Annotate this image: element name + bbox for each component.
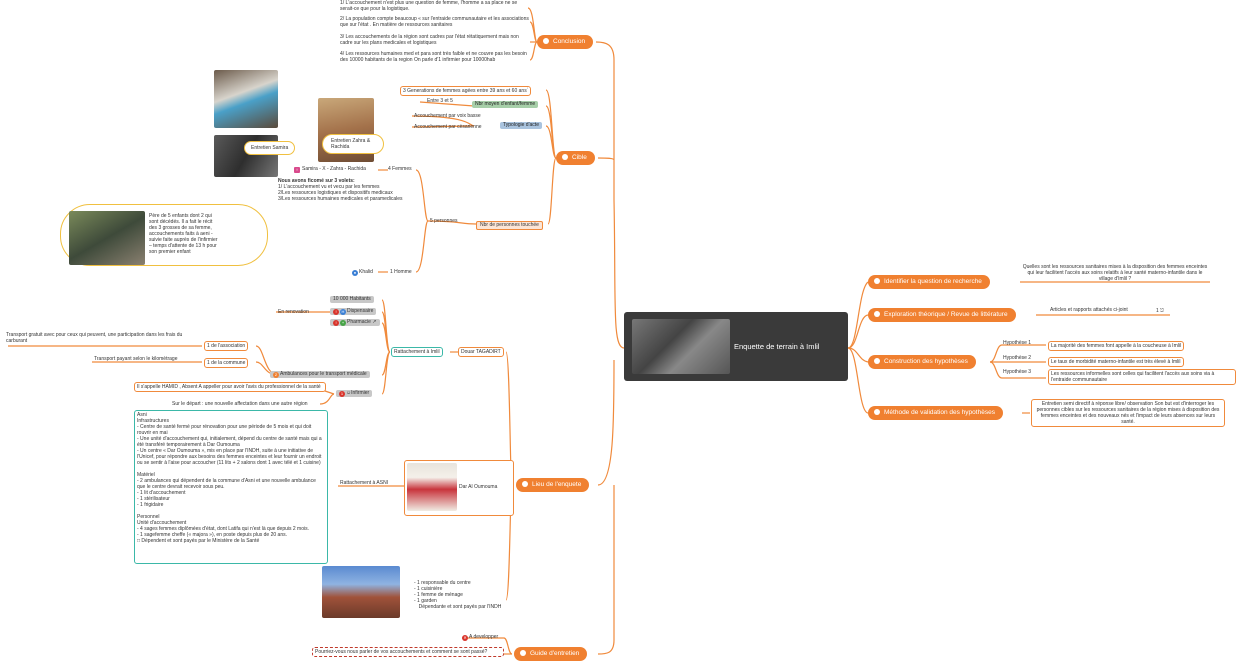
topic-icon xyxy=(874,358,880,364)
topic-validation[interactable]: Méthode de validation des hypothèses xyxy=(868,406,1003,420)
central-title: Enquette de terrain à Imlil xyxy=(734,342,820,351)
dar-label: Dar Al Oumouma xyxy=(459,484,498,490)
conclusion-item: 3/ Les accouchements de la région sont c… xyxy=(340,34,519,46)
birth-type: Accouchement par voix basse xyxy=(414,113,481,119)
topic-hypotheses[interactable]: Construction des hypothèses xyxy=(868,355,976,369)
alert-icon: 1 xyxy=(339,391,345,397)
association-text: Transport gratuit avec pour ceux qui peu… xyxy=(6,332,183,344)
type-tag[interactable]: Typologie d'acte xyxy=(500,122,542,129)
pharmacie-tag[interactable]: !+Pharmacie ↗ xyxy=(330,319,380,326)
hypothesis-text[interactable]: Le taux de morbidité materno-infantile e… xyxy=(1048,357,1184,367)
hypothesis-label: Hypothèse 3 xyxy=(1003,369,1032,375)
bubble-khalid[interactable]: Père de 5 enfants dont 2 qui sont décédé… xyxy=(60,204,268,266)
hypothesis-label: Hypothèse 2 xyxy=(1003,355,1032,361)
topic-icon xyxy=(874,278,880,284)
infirmier-text[interactable]: Il s'appelle HAMID , Absent A appeller p… xyxy=(134,382,326,392)
attachment-count[interactable]: 1 ⎋ xyxy=(1156,308,1165,314)
commune-text: Transport payant selon le kilomètrage xyxy=(94,356,178,362)
conclusion-item: 4/ Les ressources humaines med et para s… xyxy=(340,51,527,63)
topic-cible[interactable]: Cible xyxy=(556,151,595,165)
central-photo xyxy=(632,319,730,374)
hypothesis-text[interactable]: Les ressources informelles sont celles q… xyxy=(1048,369,1236,385)
stop-icon: ✕ xyxy=(462,635,468,641)
rattachement-asni: Rattachement à ASNI xyxy=(340,480,389,486)
men-count: 1 Homme xyxy=(390,269,412,275)
habitants-tag[interactable]: 10 000 Habitants xyxy=(330,296,374,303)
women-icon: ♀ xyxy=(294,167,300,173)
bubble-samira[interactable]: Entretien Samira xyxy=(244,141,296,155)
conclusion-item: 1/ L'accouchement n'est plus une questio… xyxy=(340,0,518,12)
bubble-zahra-rachida[interactable]: Entretien Zahra & Rachida xyxy=(322,134,384,154)
pharmacy-icon: + xyxy=(340,320,346,326)
topic-icon xyxy=(562,154,568,160)
photo-khalid xyxy=(69,211,145,265)
hospital-icon: H xyxy=(340,309,346,315)
asni-details[interactable]: Asni Infrastructures - Centre de santé f… xyxy=(134,410,328,564)
topic-icon xyxy=(874,409,880,415)
question-text: Quelles sont les ressources sanitaires m… xyxy=(1022,264,1208,282)
number-icon: 2 xyxy=(273,372,279,378)
association-node[interactable]: 1 de l'association xyxy=(204,341,249,351)
volets-note: Nous avons ficomé sur 3 volets: 1/ L'acc… xyxy=(278,178,403,202)
women-count: 4 Femmes xyxy=(388,166,412,172)
topic-conclusion[interactable]: Conclusion xyxy=(537,35,594,49)
birth-type: Accouchement par cèsarienne xyxy=(414,124,482,130)
women-names: ♀Samira - X - Zahra - Rachida xyxy=(294,166,366,173)
khalid-text: Père de 5 enfants dont 2 qui sont décédé… xyxy=(149,213,218,255)
depart-text: Sur le départ : une nouvelle affectation… xyxy=(172,401,308,407)
generations-node[interactable]: 3 Generations de femmes agées entre 39 a… xyxy=(400,86,532,96)
dar-photo xyxy=(407,463,457,511)
infirmier-tag[interactable]: 1☺Infirmier xyxy=(336,390,373,397)
topic-icon xyxy=(543,38,549,44)
five-people: 5 personnes xyxy=(430,218,458,224)
commune-node[interactable]: 1 de la commune xyxy=(204,358,249,368)
topic-literature[interactable]: Exploration théorique / Revue de littéra… xyxy=(868,308,1016,322)
alert-icon: ! xyxy=(333,320,339,326)
conclusion-item: 2/ La population compte beaucoup « sur l… xyxy=(340,16,529,28)
develop-tag: ✕A developper xyxy=(462,634,499,641)
douar-node[interactable]: Douar TAGADIRT xyxy=(458,347,504,357)
guide-question[interactable]: Pourriez-vous nous parler de vos accouch… xyxy=(312,647,504,657)
children-range: Entre 3 et 5 xyxy=(427,98,453,104)
hypothesis-label: Hypothèse 1 xyxy=(1003,340,1032,346)
topic-question[interactable]: Identifier la question de recherche xyxy=(868,275,990,289)
validation-text[interactable]: Entretien semi directif à réponse libre/… xyxy=(1031,399,1225,427)
khalid-label: ●Khalid xyxy=(352,269,373,276)
central-topic[interactable]: Enquette de terrain à Imlil xyxy=(624,312,848,381)
hypothesis-text[interactable]: La majorité des femmes font appelle à la… xyxy=(1048,341,1185,351)
attachment-icon: ⎋ xyxy=(1160,308,1165,314)
topic-lieu[interactable]: Lieu de l'enquete xyxy=(516,478,590,492)
renovation-note: En renovation xyxy=(278,309,309,315)
dar-oumouma-node[interactable]: Dar Al Oumouma xyxy=(404,460,514,516)
children-tag[interactable]: Nbr moyen d'enfant/femme xyxy=(472,101,539,108)
staff-list: - 1 responsable du centre - 1 cuisinière… xyxy=(414,580,502,610)
photo-blanket xyxy=(214,70,278,128)
smile-icon: ☺ xyxy=(346,390,352,396)
topic-icon xyxy=(520,650,526,656)
topic-icon xyxy=(522,481,528,487)
topic-guide[interactable]: Guide d'entretien xyxy=(514,647,588,661)
alert-icon: ! xyxy=(333,309,339,315)
rattachement-imlil[interactable]: Rattachement à Imlil xyxy=(391,347,443,357)
person-icon: ● xyxy=(352,270,358,276)
topic-icon xyxy=(874,311,880,317)
people-count-tag[interactable]: Nbr de personnes touchée xyxy=(476,221,543,230)
literature-text: Articles et rapports attachés ci-joint xyxy=(1050,307,1128,313)
photo-center xyxy=(322,566,400,618)
